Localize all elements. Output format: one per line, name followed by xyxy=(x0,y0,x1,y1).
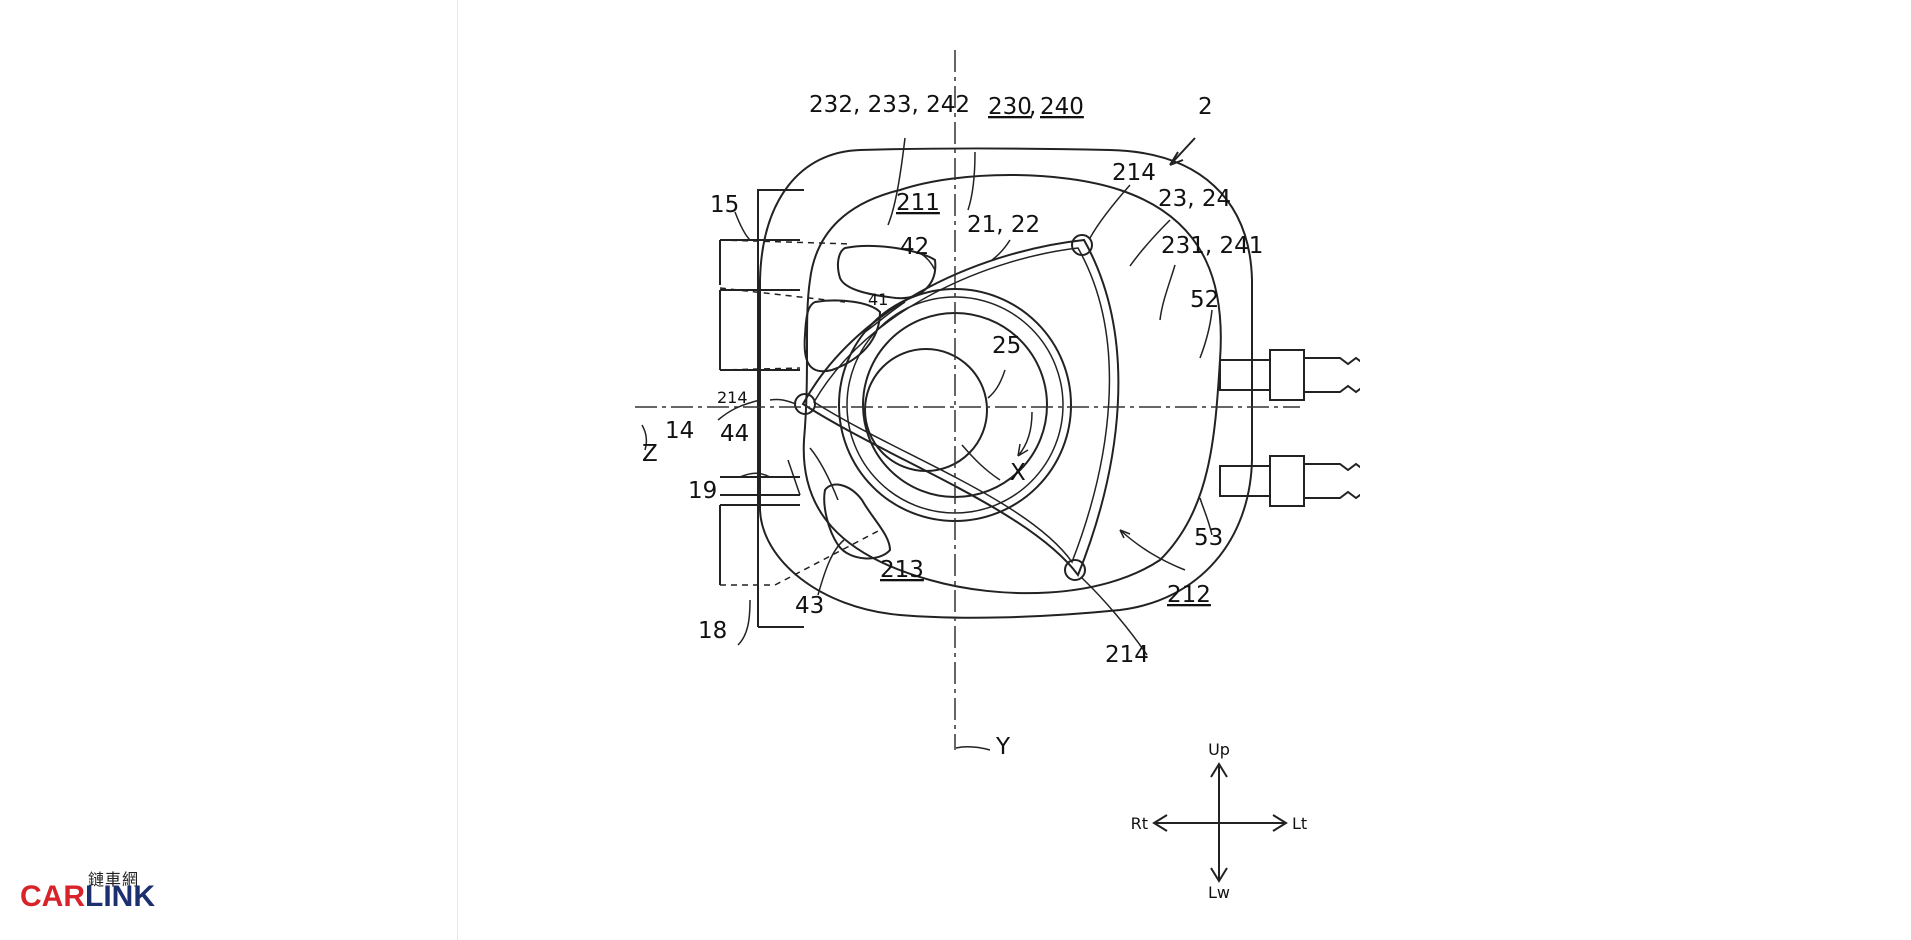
leader-x xyxy=(961,444,1001,481)
port-projection-14 xyxy=(719,367,801,371)
label-comma: , xyxy=(1029,94,1036,120)
compass-right-label: Lt xyxy=(1292,814,1307,833)
spark-plug-53 xyxy=(1219,455,1360,507)
label-52: 52 xyxy=(1190,287,1219,313)
label-x: X xyxy=(1010,460,1026,486)
leader-212-arrow xyxy=(1119,529,1131,539)
label-214-bottom: 214 xyxy=(1105,642,1149,668)
engine-ref-arrow xyxy=(1169,137,1196,166)
logo-wordmark: CARLINK xyxy=(20,880,155,914)
exhaust-pipe-19 xyxy=(720,476,800,496)
leader-42 xyxy=(917,251,936,271)
leader-214-left xyxy=(769,398,797,405)
label-214-left: 214 xyxy=(717,388,748,407)
label-212: 212 xyxy=(1167,582,1211,608)
leader-15 xyxy=(734,211,751,241)
leader-214-top xyxy=(1089,184,1131,239)
compass-up-label: Up xyxy=(1208,740,1230,759)
side-plate xyxy=(757,189,804,628)
leader-z xyxy=(641,424,648,451)
leader-43 xyxy=(817,539,845,596)
label-18: 18 xyxy=(698,618,727,644)
label-15: 15 xyxy=(710,192,739,218)
leader-14 xyxy=(717,399,761,421)
label-44: 44 xyxy=(720,421,749,447)
leader-25 xyxy=(987,369,1006,399)
leader-53 xyxy=(1199,497,1213,536)
eccentric-shaft xyxy=(864,348,988,472)
label-53: 53 xyxy=(1194,525,1223,551)
engine-diagram-svg: 232, 233, 242 230 , 240 2 211 21, 22 214… xyxy=(635,50,1360,902)
label-214-top: 214 xyxy=(1112,160,1156,186)
label-240: 240 xyxy=(1040,94,1084,120)
label-23-24: 23, 24 xyxy=(1158,186,1231,212)
label-43: 43 xyxy=(795,593,824,619)
spark-plug-52 xyxy=(1219,349,1360,401)
port-projection-42 xyxy=(719,239,853,303)
outer-housing xyxy=(759,147,1253,619)
compass-left-label: Rt xyxy=(1131,814,1148,833)
rotor-inner-edge xyxy=(812,247,1111,564)
intake-port-41 xyxy=(803,299,882,373)
rotary-engine-patent-drawing: 232, 233, 242 230 , 240 2 211 21, 22 214… xyxy=(600,40,1360,920)
leader-232 xyxy=(887,137,906,226)
label-y: Y xyxy=(995,734,1011,760)
leader-231-241 xyxy=(1159,264,1176,321)
leader-23-24 xyxy=(1129,219,1171,267)
leader-212 xyxy=(1119,529,1186,571)
label-25: 25 xyxy=(992,333,1021,359)
apex-seal-top xyxy=(1071,234,1093,256)
label-232-233-242: 232, 233, 242 xyxy=(809,92,970,118)
label-engine-2: 2 xyxy=(1198,94,1213,120)
label-21-22: 21, 22 xyxy=(967,212,1040,238)
logo-cjk-text: 鏈車網 xyxy=(88,870,140,889)
exhaust-port-43 xyxy=(823,483,892,560)
left-margin-panel: 鏈車網 CARLINK xyxy=(0,0,458,940)
leader-230 xyxy=(967,151,976,211)
carlink-logo: 鏈車網 CARLINK xyxy=(20,866,190,914)
port-44-line xyxy=(787,459,801,496)
leader-41 xyxy=(864,301,906,333)
label-41: 41 xyxy=(868,290,888,309)
logo-link: LINK xyxy=(85,880,155,913)
port-projection-18 xyxy=(720,529,881,586)
leader-52 xyxy=(1199,309,1213,359)
logo-car: CAR xyxy=(20,880,85,913)
leader-19 xyxy=(739,472,771,478)
leader-21-22 xyxy=(991,239,1011,261)
label-42: 42 xyxy=(900,234,929,260)
leader-18 xyxy=(737,599,751,646)
label-14: 14 xyxy=(665,418,694,444)
intake-port-42 xyxy=(836,244,937,300)
label-19: 19 xyxy=(688,478,717,504)
apex-seal-bottom xyxy=(1064,559,1086,581)
exhaust-pipe-18 xyxy=(719,504,800,585)
label-z: Z xyxy=(642,441,658,467)
leader-y xyxy=(955,745,991,751)
leader-214-bottom xyxy=(1081,577,1148,656)
rotation-arrow xyxy=(1017,411,1033,457)
leader-44 xyxy=(809,447,839,501)
label-230: 230 xyxy=(988,94,1032,120)
label-213: 213 xyxy=(880,557,924,583)
label-231-241: 231, 241 xyxy=(1161,233,1263,259)
compass-down-label: Lw xyxy=(1208,883,1230,902)
label-211: 211 xyxy=(896,190,940,216)
orientation-compass xyxy=(1152,762,1288,883)
